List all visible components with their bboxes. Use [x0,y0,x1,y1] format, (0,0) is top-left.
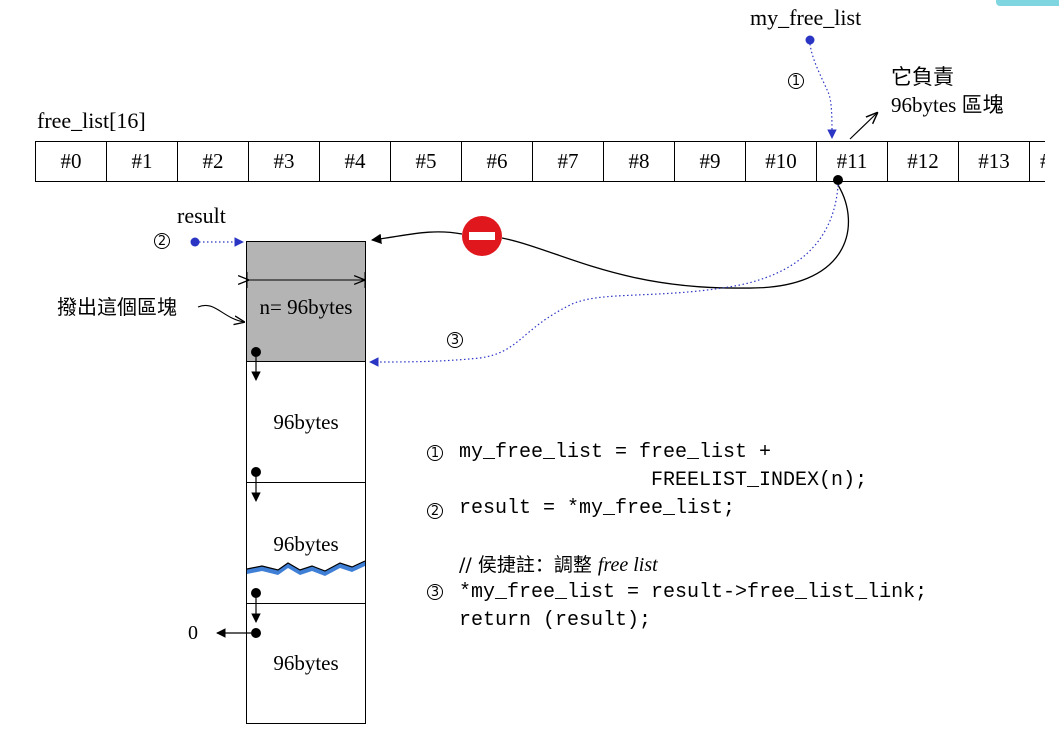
link-dot [251,588,261,598]
code-line-4: *my_free_list = result->free_list_link; [459,581,928,604]
block-size-label: 96bytes [273,532,339,556]
result-dot [190,237,200,247]
code-comment: // 侯捷註：調整 free list [459,551,658,579]
slot-11-dot [833,175,843,185]
link-dot [251,628,261,638]
allocated-block: n= 96bytes [246,241,366,362]
array-cell: #8 [603,141,674,182]
free-list-array: #0 #1 #2 #3 #4 #5 #6 #7 #8 #9 #10 #11 #1… [35,141,1045,182]
old-pointer-curve [501,184,850,289]
link-dot [251,347,261,357]
free-block: 96bytes [246,603,366,724]
step-three-arrow [369,184,839,367]
block-size-label: 96bytes [273,651,339,675]
block-size-label: 96bytes [273,409,339,434]
code-step-two-marker: 2 [427,503,443,519]
array-cell: #12 [887,141,958,182]
array-cell: #5 [390,141,461,182]
array-cell: #2 [177,141,248,182]
annotation-line1: 它負責 [891,65,954,89]
step-one-marker: 1 [788,73,804,89]
array-cell: #13 [958,141,1029,182]
code-line-3: result = *my_free_list; [459,497,736,520]
code-step-one-marker: 1 [427,445,443,461]
my-free-list-label: my_free_list [750,5,862,30]
array-cell: #7 [532,141,603,182]
extract-block-label: 撥出這個區塊 [57,295,177,319]
annotation-line2: 96bytes 區塊 [891,93,1004,117]
array-cell: #10 [745,141,816,182]
step-two-marker: 2 [154,233,170,249]
array-cell: #1 [106,141,177,182]
annotation-arrow [849,113,877,140]
code-line-5: return (result); [459,609,652,632]
code-step-three-marker: 3 [427,584,443,600]
my-free-list-dot [805,35,815,45]
array-cell: #9 [674,141,745,182]
free-block: 96bytes [246,361,366,483]
old-pointer-arrow [370,231,463,245]
array-cell: #6 [461,141,532,182]
step-one-arrow [809,43,837,139]
step-three-marker: 3 [447,332,463,348]
array-title: free_list[16] [37,108,146,133]
block-size-label: n= 96bytes [259,295,353,319]
array-cell-11: #11 [816,141,887,182]
top-accent-bar [996,0,1059,6]
comment-emphasis: free list [597,554,658,576]
array-cell: # [1029,141,1045,182]
result-label: result [177,203,226,228]
code-line-1: my_free_list = free_list + [459,441,772,464]
code-line-2: FREELIST_INDEX(n); [459,469,868,492]
stop-icon-bar [469,232,495,240]
null-label: 0 [188,622,198,644]
array-cell: #0 [35,141,106,182]
comment-prefix: // 侯捷註：調整 [459,554,598,576]
link-dot [251,467,261,477]
array-cell: #3 [248,141,319,182]
extract-label-leader [197,304,244,322]
array-cell: #4 [319,141,390,182]
